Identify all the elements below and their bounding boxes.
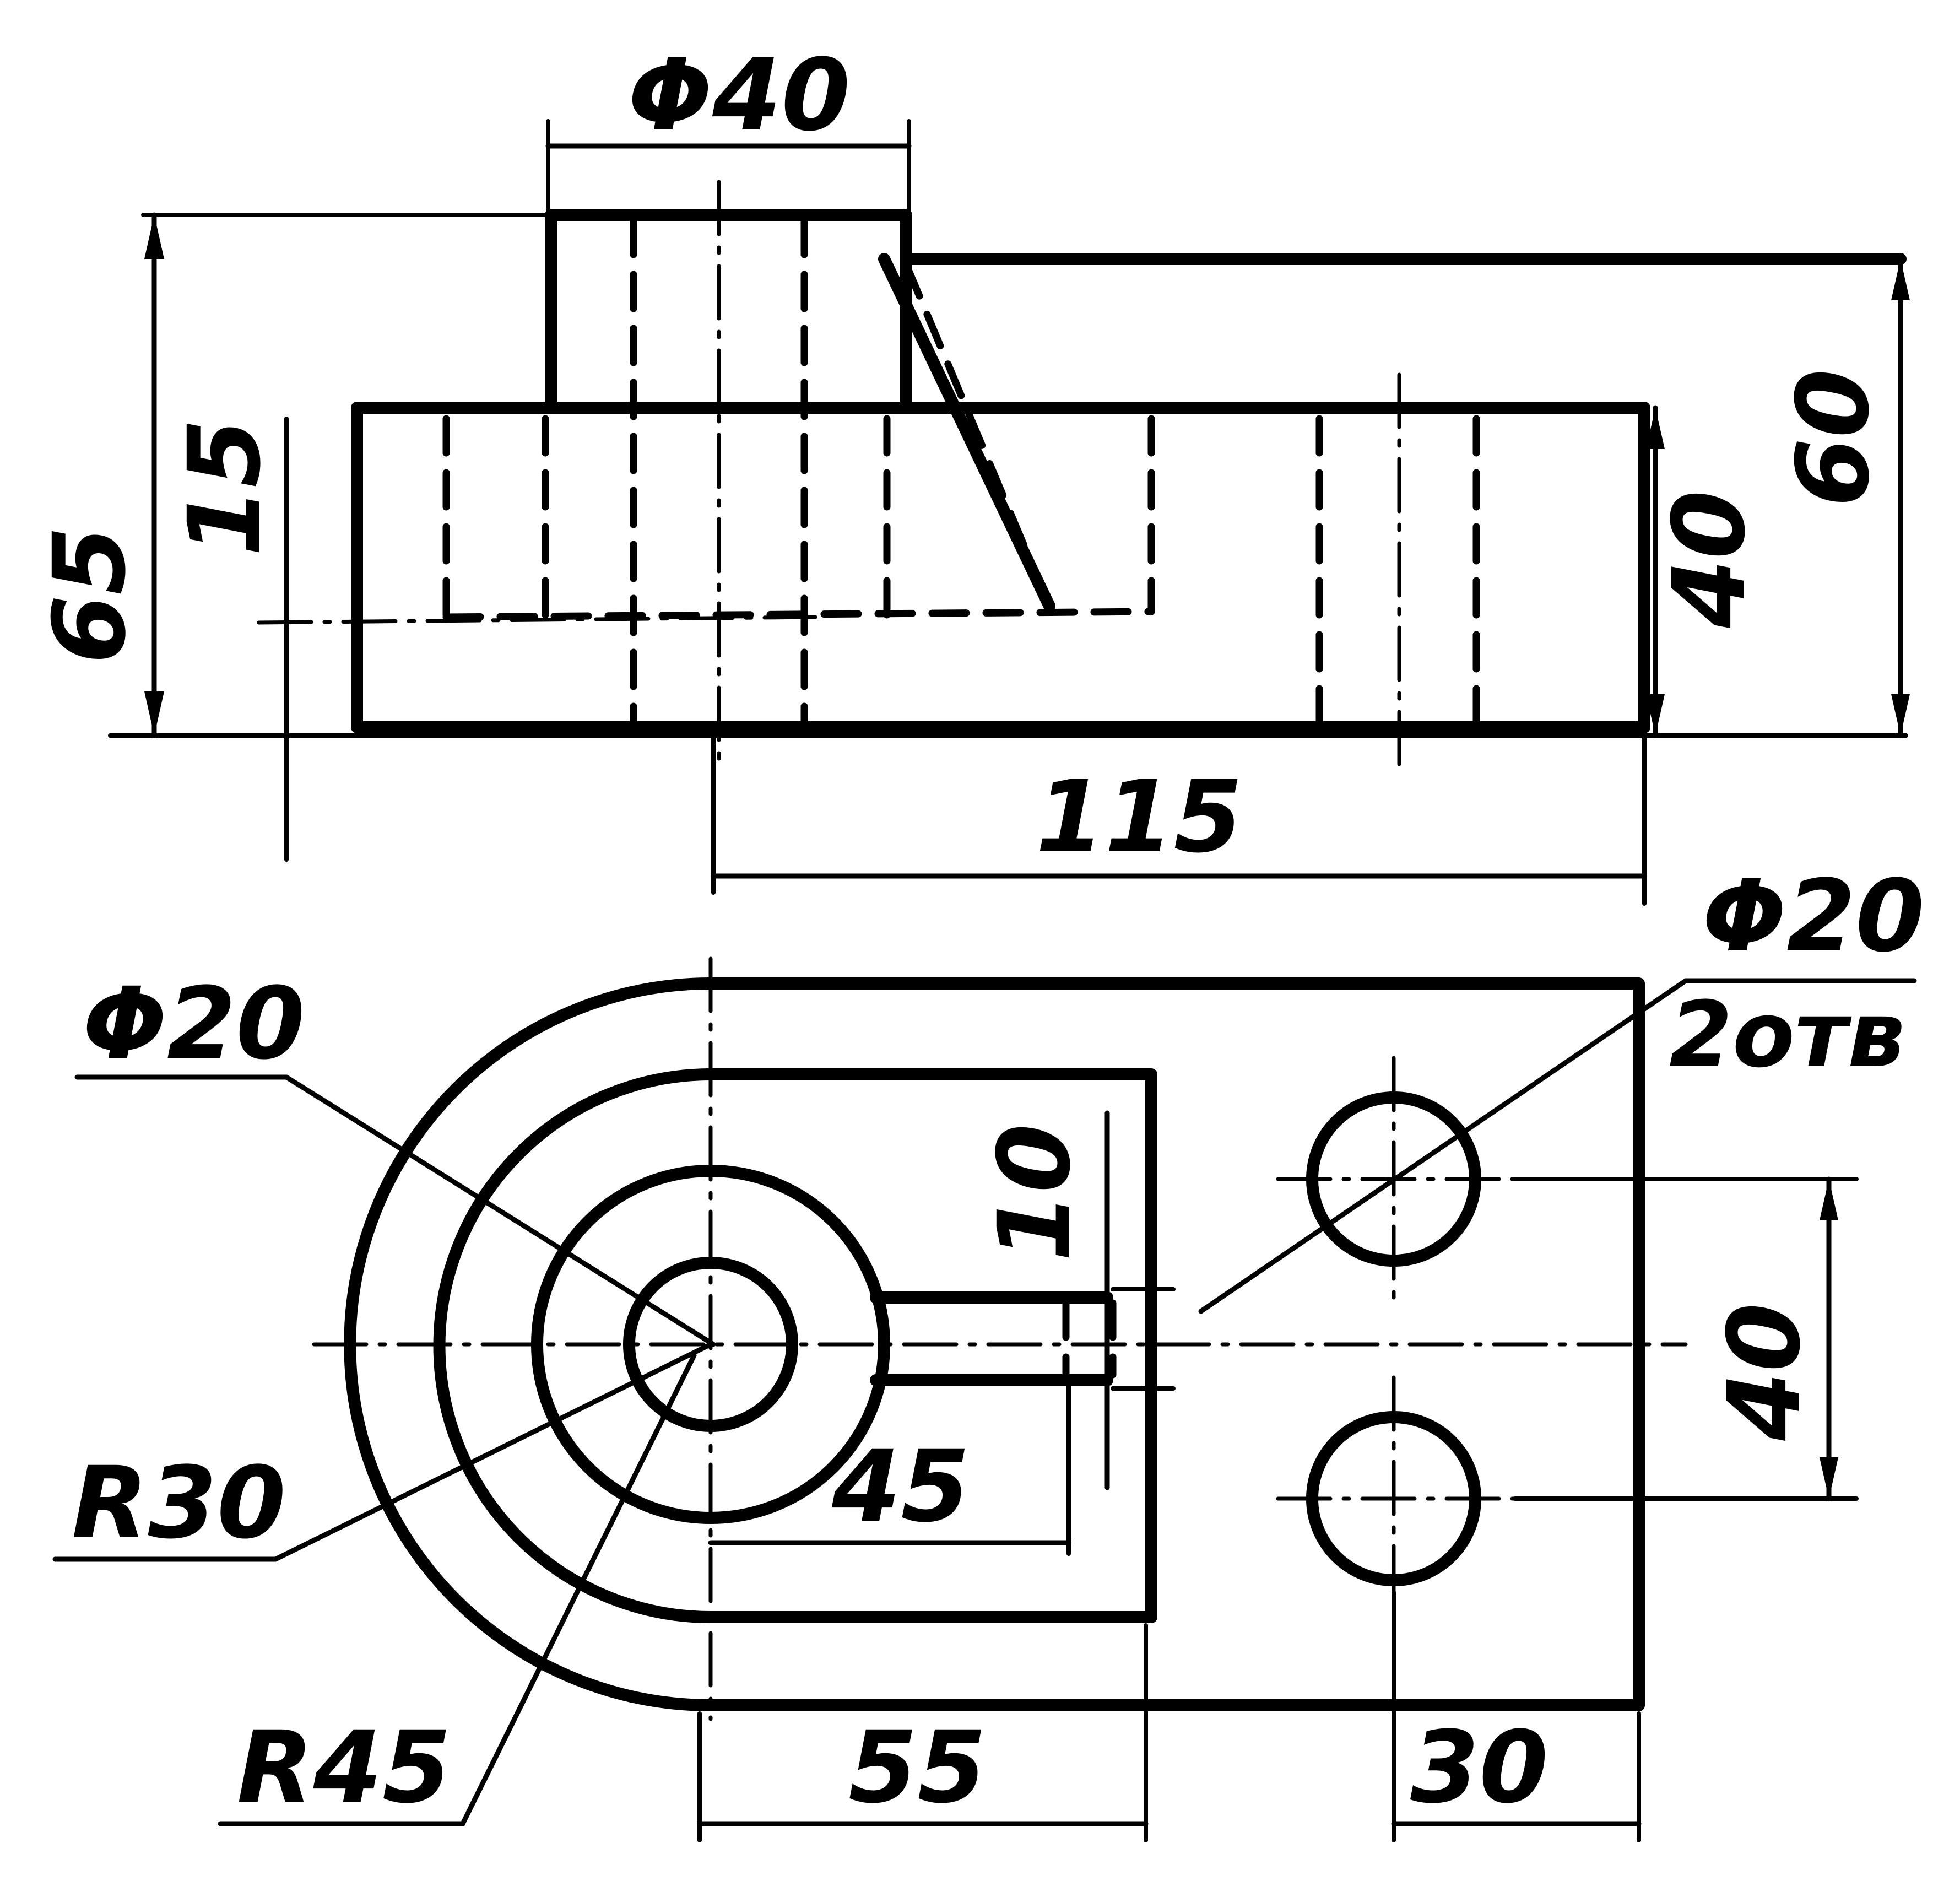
top-slot-width-label: 10 — [977, 1124, 1092, 1262]
top-hole-diameter-label: Φ20 — [1702, 859, 1925, 974]
top-inner-radius-label: R30 — [72, 1446, 286, 1561]
front-slot-height-label: 15 — [167, 419, 283, 557]
front-view-hidden-lines — [442, 217, 1480, 726]
top-outer-radius-label: R45 — [237, 1710, 451, 1825]
front-boss-diameter-label: Φ40 — [628, 38, 851, 153]
front-view-arrowheads — [144, 215, 1910, 736]
top-hole-count-label: 2отв — [1669, 982, 1905, 1088]
top-view-labels: Φ20 Φ20 2отв R30 R45 10 45 40 55 30 — [72, 859, 1925, 1825]
front-hole-span-label: 115 — [1036, 760, 1243, 875]
top-view-leader-lines — [52, 978, 1917, 1826]
front-view: Φ40 65 15 40 60 115 — [33, 38, 1910, 906]
top-center-to-step-label: 55 — [848, 1710, 987, 1825]
front-view-outline — [351, 209, 1907, 733]
top-bore-diameter-label: Φ20 — [83, 966, 305, 1082]
top-view: Φ20 Φ20 2отв R30 R45 10 45 40 55 30 — [52, 859, 1925, 1842]
top-view-hidden-lines — [1062, 1299, 1117, 1379]
front-view-labels: Φ40 65 15 40 60 115 — [33, 38, 1891, 875]
top-view-dimension-lines — [697, 1110, 1832, 1826]
top-hole-spacing-label: 40 — [1707, 1303, 1822, 1442]
top-view-extension-lines — [697, 1177, 1859, 1842]
front-overall-height-label: 65 — [33, 526, 148, 664]
front-block-height-label: 40 — [1652, 490, 1767, 629]
front-right-height-label: 60 — [1776, 369, 1891, 507]
front-view-dimension-lines — [151, 143, 1903, 879]
top-hole-to-edge-label: 30 — [1410, 1710, 1548, 1825]
top-view-center-lines — [312, 956, 1688, 1721]
top-slot-length-label: 45 — [831, 1429, 970, 1544]
front-view-center-lines — [257, 180, 1401, 774]
top-view-arrowheads — [1820, 1179, 1838, 1499]
